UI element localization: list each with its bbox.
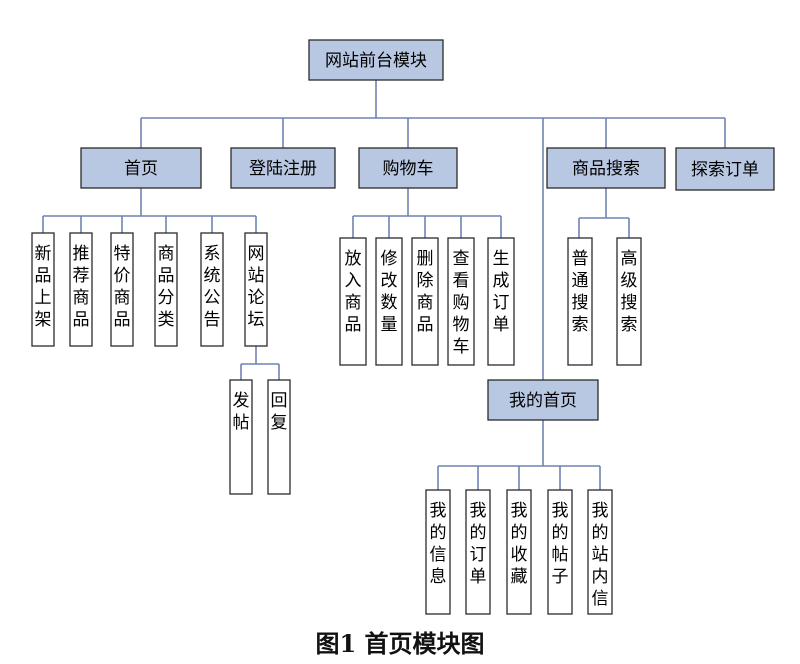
module-order-box xyxy=(675,147,775,191)
my-item-posts-box xyxy=(547,489,573,615)
search-item-normal: 普通搜索 xyxy=(567,237,593,366)
search-item-normal-label: 普通搜索 xyxy=(572,249,589,335)
home-item-recommend-label: 推荐商品 xyxy=(73,244,90,330)
home-item-category-box xyxy=(154,232,178,347)
cart-item-add: 放入商品 xyxy=(339,237,367,366)
root-node: 网站前台模块 xyxy=(308,39,444,81)
my-item-favorites-box xyxy=(506,489,532,615)
forum-item-reply-label: 回复 xyxy=(271,391,288,433)
root-node-box xyxy=(308,39,444,81)
cart-item-modify: 修改数量 xyxy=(375,237,403,366)
my-home-node-box xyxy=(487,379,599,421)
module-home-label: 首页 xyxy=(124,159,158,179)
cart-item-view: 查看购物车 xyxy=(447,237,475,366)
search-item-normal-box xyxy=(567,237,593,366)
home-item-category: 商品分类 xyxy=(154,232,178,347)
home-item-special-label: 特价商品 xyxy=(114,244,131,330)
my-item-orders-box xyxy=(465,489,491,615)
search-item-advanced-box xyxy=(616,237,642,366)
home-item-notice-label: 系统公告 xyxy=(204,244,221,330)
module-search: 商品搜索 xyxy=(546,147,666,189)
my-item-orders: 我的订单 xyxy=(465,489,491,615)
my-home-node: 我的首页 xyxy=(487,379,599,421)
search-item-advanced-label: 高级搜索 xyxy=(621,249,638,335)
module-login-label: 登陆注册 xyxy=(249,159,317,179)
module-home-box xyxy=(80,147,202,189)
home-item-new: 新品上架 xyxy=(31,232,55,347)
forum-item-reply: 回复 xyxy=(267,379,291,495)
forum-item-post-box xyxy=(229,379,253,495)
search-item-advanced: 高级搜索 xyxy=(616,237,642,366)
module-cart: 购物车 xyxy=(358,147,458,189)
home-item-special: 特价商品 xyxy=(110,232,134,347)
forum-item-post-label: 发帖 xyxy=(233,391,250,433)
home-item-forum: 网站论坛 xyxy=(244,232,268,347)
forum-item-post: 发帖 xyxy=(229,379,253,495)
my-home-node-label: 我的首页 xyxy=(509,391,577,411)
cart-item-delete-box xyxy=(411,237,439,366)
my-item-info-label: 我的信息 xyxy=(430,501,447,587)
home-item-category-label: 商品分类 xyxy=(158,244,175,330)
cart-item-delete: 删除商品 xyxy=(411,237,439,366)
my-item-favorites-label: 我的收藏 xyxy=(511,501,528,587)
module-login: 登陆注册 xyxy=(230,147,336,189)
module-search-label: 商品搜索 xyxy=(572,159,640,179)
cart-item-modify-label: 修改数量 xyxy=(381,249,398,335)
my-item-messages-label: 我的站内信 xyxy=(592,501,609,609)
my-item-favorites: 我的收藏 xyxy=(506,489,532,615)
home-item-notice-box xyxy=(200,232,224,347)
home-item-special-box xyxy=(110,232,134,347)
module-search-box xyxy=(546,147,666,189)
my-item-info-box xyxy=(425,489,451,615)
home-item-recommend: 推荐商品 xyxy=(69,232,93,347)
module-cart-label: 购物车 xyxy=(383,159,434,179)
module-order-label: 探索订单 xyxy=(691,160,759,180)
home-item-forum-box xyxy=(244,232,268,347)
my-item-messages-box xyxy=(587,489,613,615)
cart-item-view-label: 查看购物车 xyxy=(453,249,470,357)
root-node-label: 网站前台模块 xyxy=(325,51,427,71)
my-item-orders-label: 我的订单 xyxy=(470,501,487,587)
cart-item-checkout-label: 生成订单 xyxy=(493,249,510,335)
cart-item-view-box xyxy=(447,237,475,366)
figure-caption: 图1 首页模块图 xyxy=(315,629,485,658)
cart-item-modify-box xyxy=(375,237,403,366)
cart-item-delete-label: 删除商品 xyxy=(417,249,434,335)
home-item-new-label: 新品上架 xyxy=(35,244,52,330)
forum-item-reply-box xyxy=(267,379,291,495)
my-item-info: 我的信息 xyxy=(425,489,451,615)
my-item-messages: 我的站内信 xyxy=(587,489,613,615)
home-item-notice: 系统公告 xyxy=(200,232,224,347)
cart-item-checkout-box xyxy=(487,237,515,366)
module-cart-box xyxy=(358,147,458,189)
cart-item-add-box xyxy=(339,237,367,366)
my-item-posts-label: 我的帖子 xyxy=(552,501,569,587)
home-item-new-box xyxy=(31,232,55,347)
home-item-recommend-box xyxy=(69,232,93,347)
module-home: 首页 xyxy=(80,147,202,189)
module-order: 探索订单 xyxy=(675,147,775,191)
cart-item-add-label: 放入商品 xyxy=(345,249,362,335)
module-login-box xyxy=(230,147,336,189)
cart-item-checkout: 生成订单 xyxy=(487,237,515,366)
my-item-posts: 我的帖子 xyxy=(547,489,573,615)
home-item-forum-label: 网站论坛 xyxy=(248,244,265,330)
